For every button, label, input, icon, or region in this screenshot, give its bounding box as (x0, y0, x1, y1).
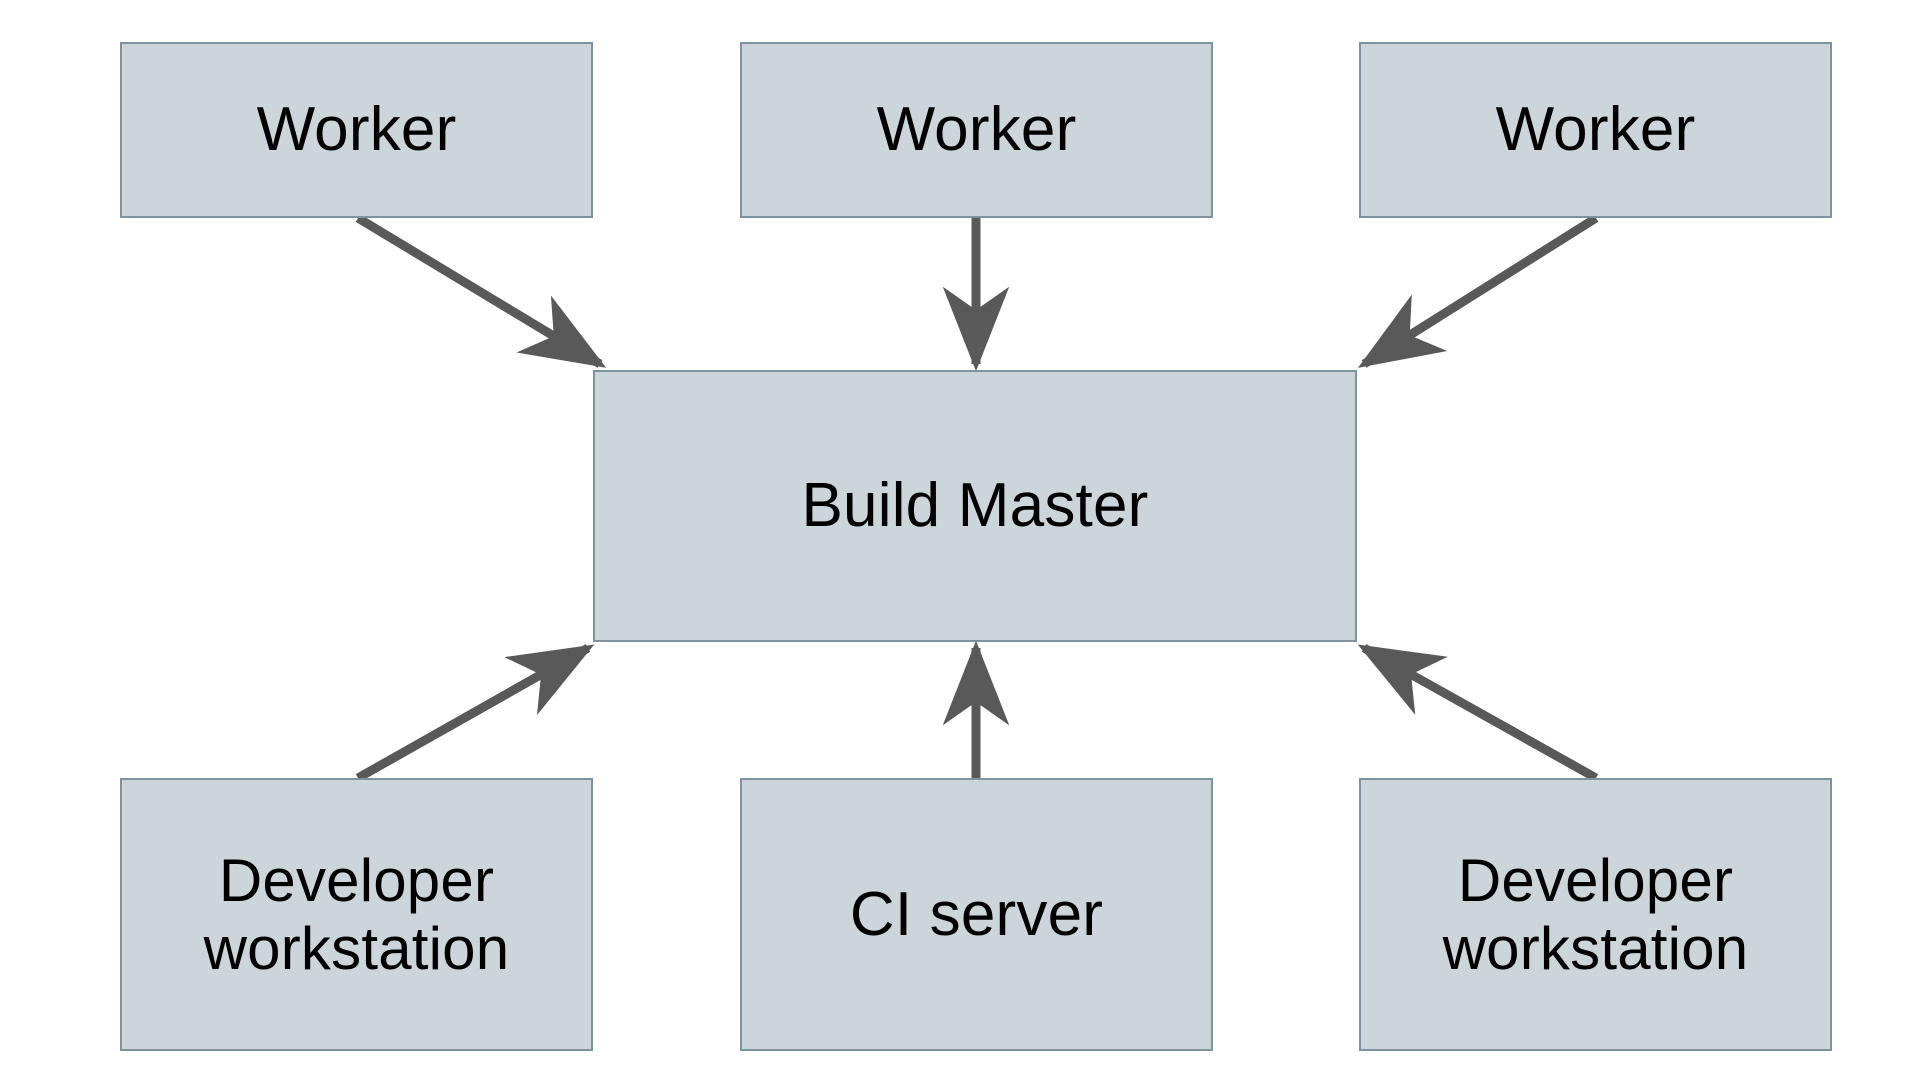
node-label: Developer workstation (1442, 847, 1749, 982)
node-label: Developer workstation (203, 847, 510, 982)
node-developer-workstation-left[interactable]: Developer workstation (120, 778, 593, 1051)
node-worker-left[interactable]: Worker (120, 42, 593, 218)
node-label: Build Master (801, 471, 1149, 541)
node-developer-workstation-right[interactable]: Developer workstation (1359, 778, 1832, 1051)
node-label: Worker (256, 95, 457, 165)
node-worker-center[interactable]: Worker (740, 42, 1213, 218)
node-label: Worker (876, 95, 1077, 165)
node-label: Worker (1495, 95, 1696, 165)
edge-worker-left-to-build-master (355, 214, 607, 368)
edge-developer-workstation-left-to-build-master (355, 644, 595, 782)
edge-developer-workstation-right-to-build-master (1357, 644, 1599, 782)
node-build-master[interactable]: Build Master (593, 370, 1357, 642)
node-label: CI server (849, 879, 1104, 949)
node-worker-right[interactable]: Worker (1359, 42, 1832, 218)
edge-worker-right-to-build-master (1357, 214, 1599, 368)
node-ci-server[interactable]: CI server (740, 778, 1213, 1051)
